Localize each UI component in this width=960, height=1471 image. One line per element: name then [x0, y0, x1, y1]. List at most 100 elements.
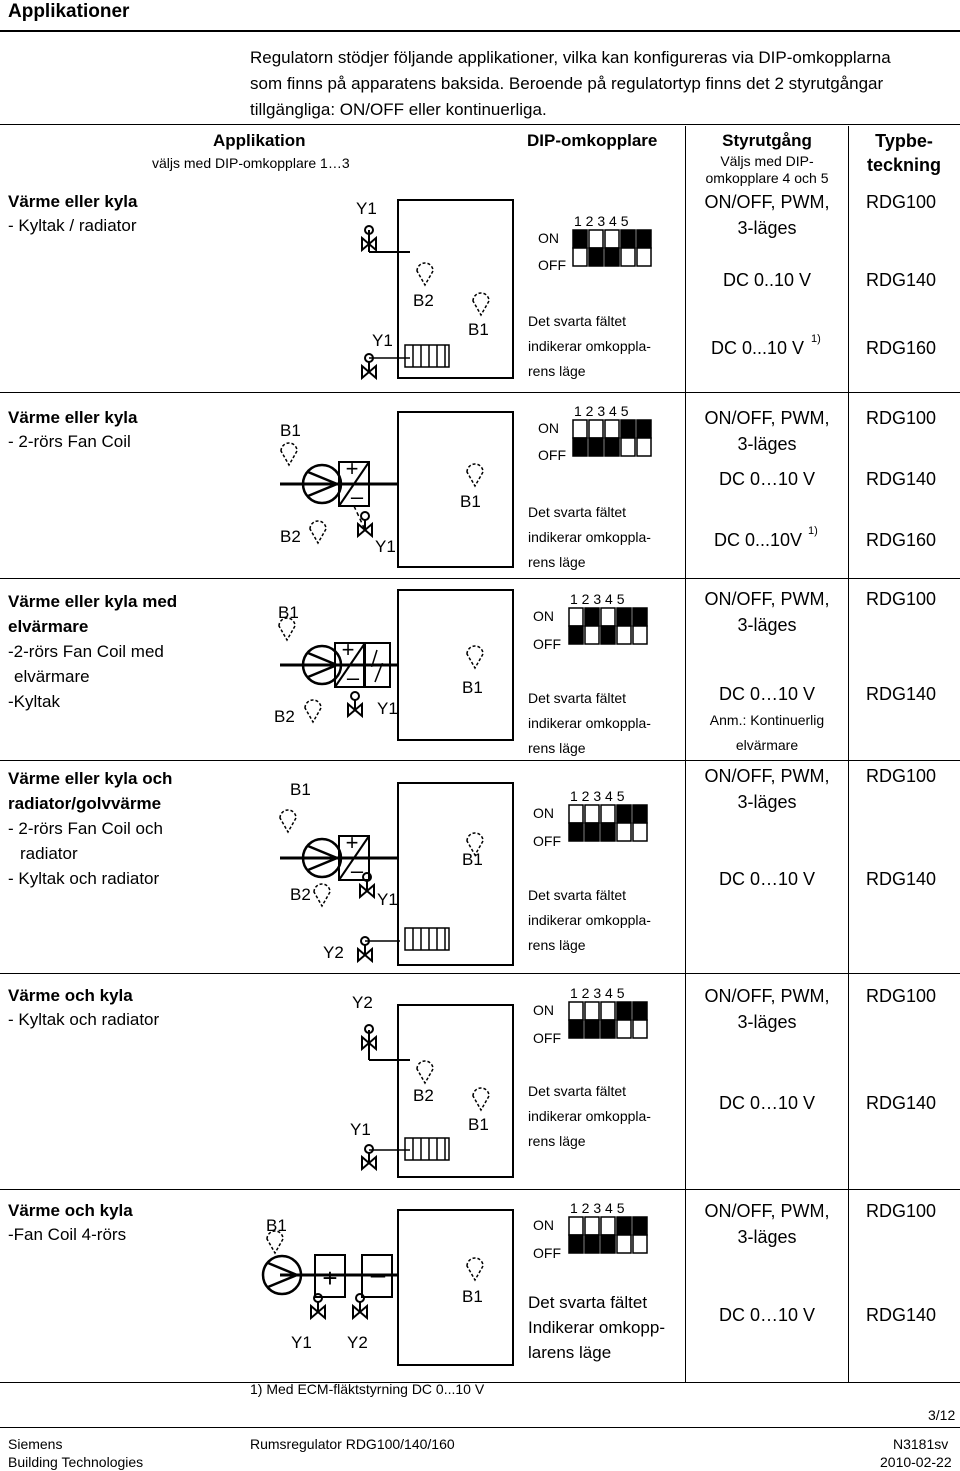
app-title: Värme och kyla — [8, 1201, 133, 1220]
app-title: Värme eller kyla med — [8, 592, 178, 611]
type-designation: RDG160 — [865, 338, 937, 358]
dip-note-line: larens läge — [528, 1343, 612, 1362]
ctrl-3lages: 3-läges — [737, 792, 797, 812]
label-y2: Y2 — [352, 993, 373, 1012]
dip-switch-block — [568, 804, 648, 842]
row-5-diagram — [361, 1004, 514, 1178]
dip-switch — [584, 804, 600, 842]
ctrl-3lages: 3-läges — [737, 615, 797, 635]
label-b1: B1 — [290, 780, 311, 799]
row-3-app: Värme eller kyla med elvärmare -2-rörs F… — [8, 589, 177, 714]
svg-text:–: – — [371, 1259, 386, 1289]
type-designation: RDG140 — [865, 469, 937, 489]
dip-note-line: Det svarta fältet — [528, 1083, 627, 1099]
dip-note-line: Det svarta fältet — [528, 690, 627, 706]
dip-switch — [600, 804, 616, 842]
dip-switch-block — [572, 419, 652, 457]
app-sub: -2-rörs Fan Coil med — [8, 642, 164, 661]
dip-note: Det svarta fältet Indikerar omkopp- lare… — [528, 1290, 665, 1365]
ctrl-onoff: ON/OFF, PWM, — [704, 408, 830, 428]
svg-text:+: + — [322, 1263, 337, 1293]
intro-line: tillgängliga: ON/OFF eller kontinuerliga… — [250, 100, 547, 119]
app-sub: -Kyltak — [8, 692, 60, 711]
dip-off-label: OFF — [533, 833, 561, 849]
dip-switch — [616, 607, 632, 645]
ctrl-onoff: ON/OFF, PWM, — [704, 589, 830, 609]
label-y1: Y1 — [372, 331, 393, 350]
row-2-app: Värme eller kyla - 2-rörs Fan Coil — [8, 408, 137, 452]
intro-text: Regulatorn stödjer följande applikatione… — [250, 45, 950, 123]
dip-switch — [632, 1001, 648, 1039]
label-y1: Y1 — [377, 699, 398, 718]
dip-switch-block — [572, 229, 652, 267]
ctrl-dc: DC 0…10 V — [718, 684, 816, 704]
label-b2: B2 — [290, 885, 311, 904]
label-b1: B1 — [278, 603, 299, 622]
app-title: Värme eller kyla och — [8, 769, 173, 788]
header-applikation: Applikation — [213, 131, 306, 150]
footer-date: 2010-02-22 — [880, 1454, 952, 1470]
dip-switch-block — [568, 1001, 648, 1039]
dip-switch — [600, 1001, 616, 1039]
footer-division: Building Technologies — [8, 1454, 144, 1470]
app-sub: elvärmare — [14, 667, 90, 686]
dip-note-line: indikerar omkoppla- — [528, 715, 651, 731]
row-divider — [0, 392, 960, 393]
column-divider — [685, 126, 686, 1382]
dip-switch — [572, 229, 588, 267]
intro-line: Regulatorn stödjer följande applikatione… — [250, 48, 891, 67]
dip-note-line: Indikerar omkopp- — [528, 1318, 666, 1337]
dip-note-line: indikerar omkoppla- — [528, 529, 651, 545]
type-designation: RDG160 — [865, 530, 937, 550]
header-typ: Typbe- — [875, 131, 933, 151]
dip-switch — [632, 804, 648, 842]
dip-switch — [584, 1216, 600, 1254]
dip-switch — [616, 1216, 632, 1254]
dip-on-label: ON — [533, 805, 554, 821]
dip-note-line: rens läge — [528, 554, 586, 570]
dip-note-line: Det svarta fältet — [528, 1293, 648, 1312]
header-typ: teckning — [866, 155, 941, 175]
dip-note-line: indikerar omkoppla- — [528, 912, 651, 928]
app-title: elvärmare — [8, 617, 89, 636]
footer-document: Rumsregulator RDG100/140/160 — [250, 1436, 455, 1452]
row-4-app: Värme eller kyla och radiator/golvvärme … — [8, 766, 172, 891]
ctrl-3lages: 3-läges — [737, 434, 797, 454]
label-y2: Y2 — [323, 943, 344, 962]
ctrl-3lages: 3-läges — [737, 1227, 797, 1247]
column-divider — [848, 126, 849, 1382]
ctrl-3lages: 3-läges — [737, 218, 797, 238]
header-styrutgang-sub: Väljs med DIP- — [720, 153, 814, 169]
dip-numbers: 1 2 3 4 5 — [570, 788, 625, 804]
type-designation: RDG140 — [865, 1305, 937, 1325]
dip-numbers: 1 2 3 4 5 — [570, 985, 625, 1001]
row-divider — [0, 1189, 960, 1190]
dip-switch — [568, 1216, 584, 1254]
ctrl-dc: DC 0...10 V — [711, 338, 805, 358]
app-sub: - 2-rörs Fan Coil — [8, 432, 131, 451]
ctrl-dc: DC 0..10 V — [722, 270, 812, 290]
type-designation: RDG140 — [865, 869, 937, 889]
row-divider — [0, 578, 960, 579]
row-4-diagram — [279, 782, 514, 966]
label-y1: Y1 — [356, 199, 377, 218]
label-b1: B1 — [468, 1115, 489, 1134]
label-b2: B2 — [274, 707, 295, 726]
footer-company: Siemens — [8, 1436, 63, 1452]
ctrl-onoff: ON/OFF, PWM, — [704, 986, 830, 1006]
type-designation: RDG100 — [865, 1201, 937, 1221]
dip-numbers: 1 2 3 4 5 — [574, 403, 629, 419]
dip-switch — [568, 607, 584, 645]
label-b1: B1 — [460, 492, 481, 511]
app-sub: -Fan Coil 4-rörs — [8, 1225, 127, 1244]
header-dip: DIP-omkopplare — [527, 131, 658, 150]
dip-switch — [636, 229, 652, 267]
page-title: Applikationer — [8, 1, 130, 22]
row-5-app: Värme och kyla - Kyltak och radiator — [8, 986, 159, 1030]
dip-note: Det svarta fältet indikerar omkoppla- re… — [528, 883, 651, 958]
dip-switch — [568, 1001, 584, 1039]
dip-off-label: OFF — [533, 1030, 561, 1046]
dip-on-label: ON — [533, 608, 554, 624]
type-designation: RDG140 — [865, 684, 937, 704]
dip-switch — [632, 1216, 648, 1254]
